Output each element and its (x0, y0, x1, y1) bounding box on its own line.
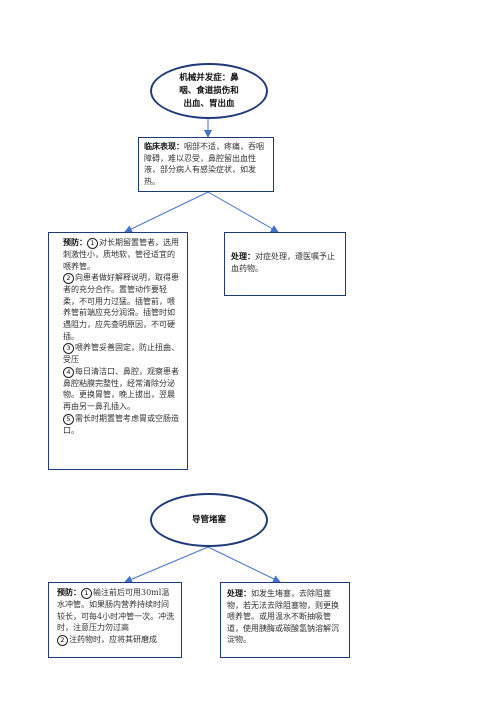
treatment-box-2: 处理：如发生堵塞，去除阻塞物，若无法去除阻塞物，则更换喂养管。或用温水不断抽吸管… (220, 582, 350, 658)
clinical-manifestation-box: 临床表现：咽部不适，疼痛，吞咽障碍，难以忍受，鼻腔留出血性液，部分病人有感染症状… (138, 137, 274, 192)
step-text: 每日清洁口、鼻腔，观察患者鼻腔粘膜完整性，经常清除分泌物。更换胃管，晚上拔出，翌… (63, 366, 179, 411)
step-number-icon: 2 (63, 273, 74, 285)
step-number-icon: 5 (63, 413, 74, 425)
arrow-symptoms-to-prevention (124, 191, 209, 233)
node-title-line: 机械并发症：鼻 (179, 72, 239, 83)
box-label: 处理： (231, 252, 255, 261)
step-number-icon: 1 (87, 238, 98, 249)
tube-blockage-node: 导管堵塞 (150, 493, 268, 547)
step-number-icon: 3 (63, 343, 74, 355)
arrow-blockage-to-prevention (124, 546, 209, 583)
step-number-icon: 1 (81, 588, 92, 599)
treatment-box-1: 处理：对症处理，遵医嘱予止血药物。 (224, 232, 346, 296)
box-text: 咽部不适，疼痛，吞咽障碍，难以忍受，鼻腔留出血性液，部分病人有感染症状，如发热。 (144, 142, 264, 186)
node-title: 导管堵塞 (191, 514, 226, 525)
box-text: 如发生堵塞，去除阻塞物，若无法去除阻塞物，则更换喂养管。或用温水不断抽吸管道，使… (227, 589, 339, 645)
step-text: 输注前后可用30ml温水冲管。如果肠内营养持续时间较长，可每4小时冲管一次。冲洗… (57, 588, 175, 633)
box-label: 临床表现： (144, 142, 184, 151)
step-number-icon: 4 (63, 366, 74, 378)
mechanical-complication-node: 机械并发症：鼻 咽、食道损伤和 出血、胃出血 (150, 63, 268, 119)
step-text: 需长时期置管考虑胃或空肠造口。 (63, 413, 179, 435)
box-label: 预防： (57, 588, 81, 597)
step-number-icon: 2 (57, 634, 68, 646)
box-text: 对症处理，遵医嘱予止血药物。 (231, 252, 335, 273)
box-label: 预防： (63, 238, 87, 247)
node-title-line: 咽、食道损伤和 (179, 85, 239, 96)
step-text: 向患者做好解释说明，取得患者的充分合作。置管动作要轻柔，不可用力过猛。插管前，喂… (63, 273, 179, 341)
step-text: 注药物时，应将其研磨成 (69, 634, 157, 644)
arrow-blockage-to-treatment (207, 546, 281, 583)
step-text: 喂养管妥善固定，防止扭曲、受压 (63, 343, 179, 365)
node-title-line: 出血、胃出血 (183, 98, 235, 109)
arrow-symptoms-to-treatment (207, 191, 279, 233)
step-text: 对长期留置管者，选用刺激性小，质地软，管径适宜的喂养管。 (63, 238, 179, 271)
box-label: 处理： (227, 589, 251, 598)
